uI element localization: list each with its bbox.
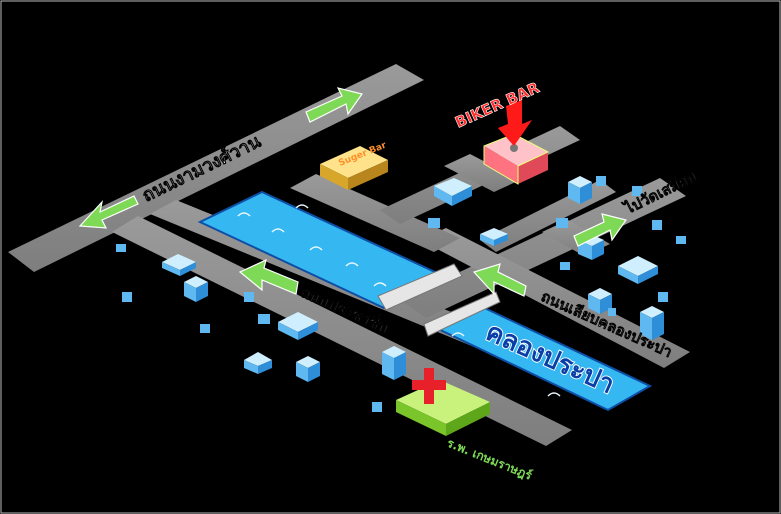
block (296, 356, 320, 382)
block (434, 178, 472, 206)
block (116, 244, 126, 252)
bridge-lower (423, 291, 501, 337)
direction-arrows (78, 87, 627, 297)
block (372, 402, 382, 412)
hospital-building[interactable] (396, 380, 490, 436)
canal-waves (237, 204, 561, 397)
block (652, 220, 662, 230)
biker-bar-building[interactable] (483, 133, 550, 185)
block (162, 254, 196, 276)
bridge-upper (377, 263, 463, 311)
block (244, 352, 272, 374)
road-upper-small (290, 174, 460, 252)
road-lower-right (420, 228, 690, 368)
arrow-temple-icon (573, 213, 627, 247)
block (200, 324, 210, 333)
hospital-cross-icon (412, 368, 446, 404)
road-branch-2 (444, 154, 520, 192)
block (278, 312, 318, 340)
block (560, 262, 570, 270)
block (184, 276, 208, 302)
block (568, 176, 592, 204)
block (382, 346, 406, 380)
block (244, 292, 254, 302)
block (122, 292, 132, 302)
blocks (116, 176, 686, 412)
arrow-upper-right-icon (305, 87, 363, 123)
block (658, 292, 668, 302)
block (428, 218, 440, 228)
arrow-middle-left-icon (238, 258, 299, 295)
block (480, 228, 508, 246)
block (676, 236, 686, 244)
block (596, 176, 606, 186)
bridges (377, 263, 501, 337)
block (608, 308, 616, 316)
block (618, 256, 658, 284)
block (640, 306, 664, 340)
arrow-upper-left-icon (78, 195, 139, 229)
biker-bar-pointer-arrow (498, 100, 532, 146)
block (556, 218, 568, 228)
road-liap-khlong (400, 178, 686, 318)
block (632, 186, 642, 196)
arrow-right-left-icon (472, 263, 527, 297)
block (258, 314, 270, 324)
